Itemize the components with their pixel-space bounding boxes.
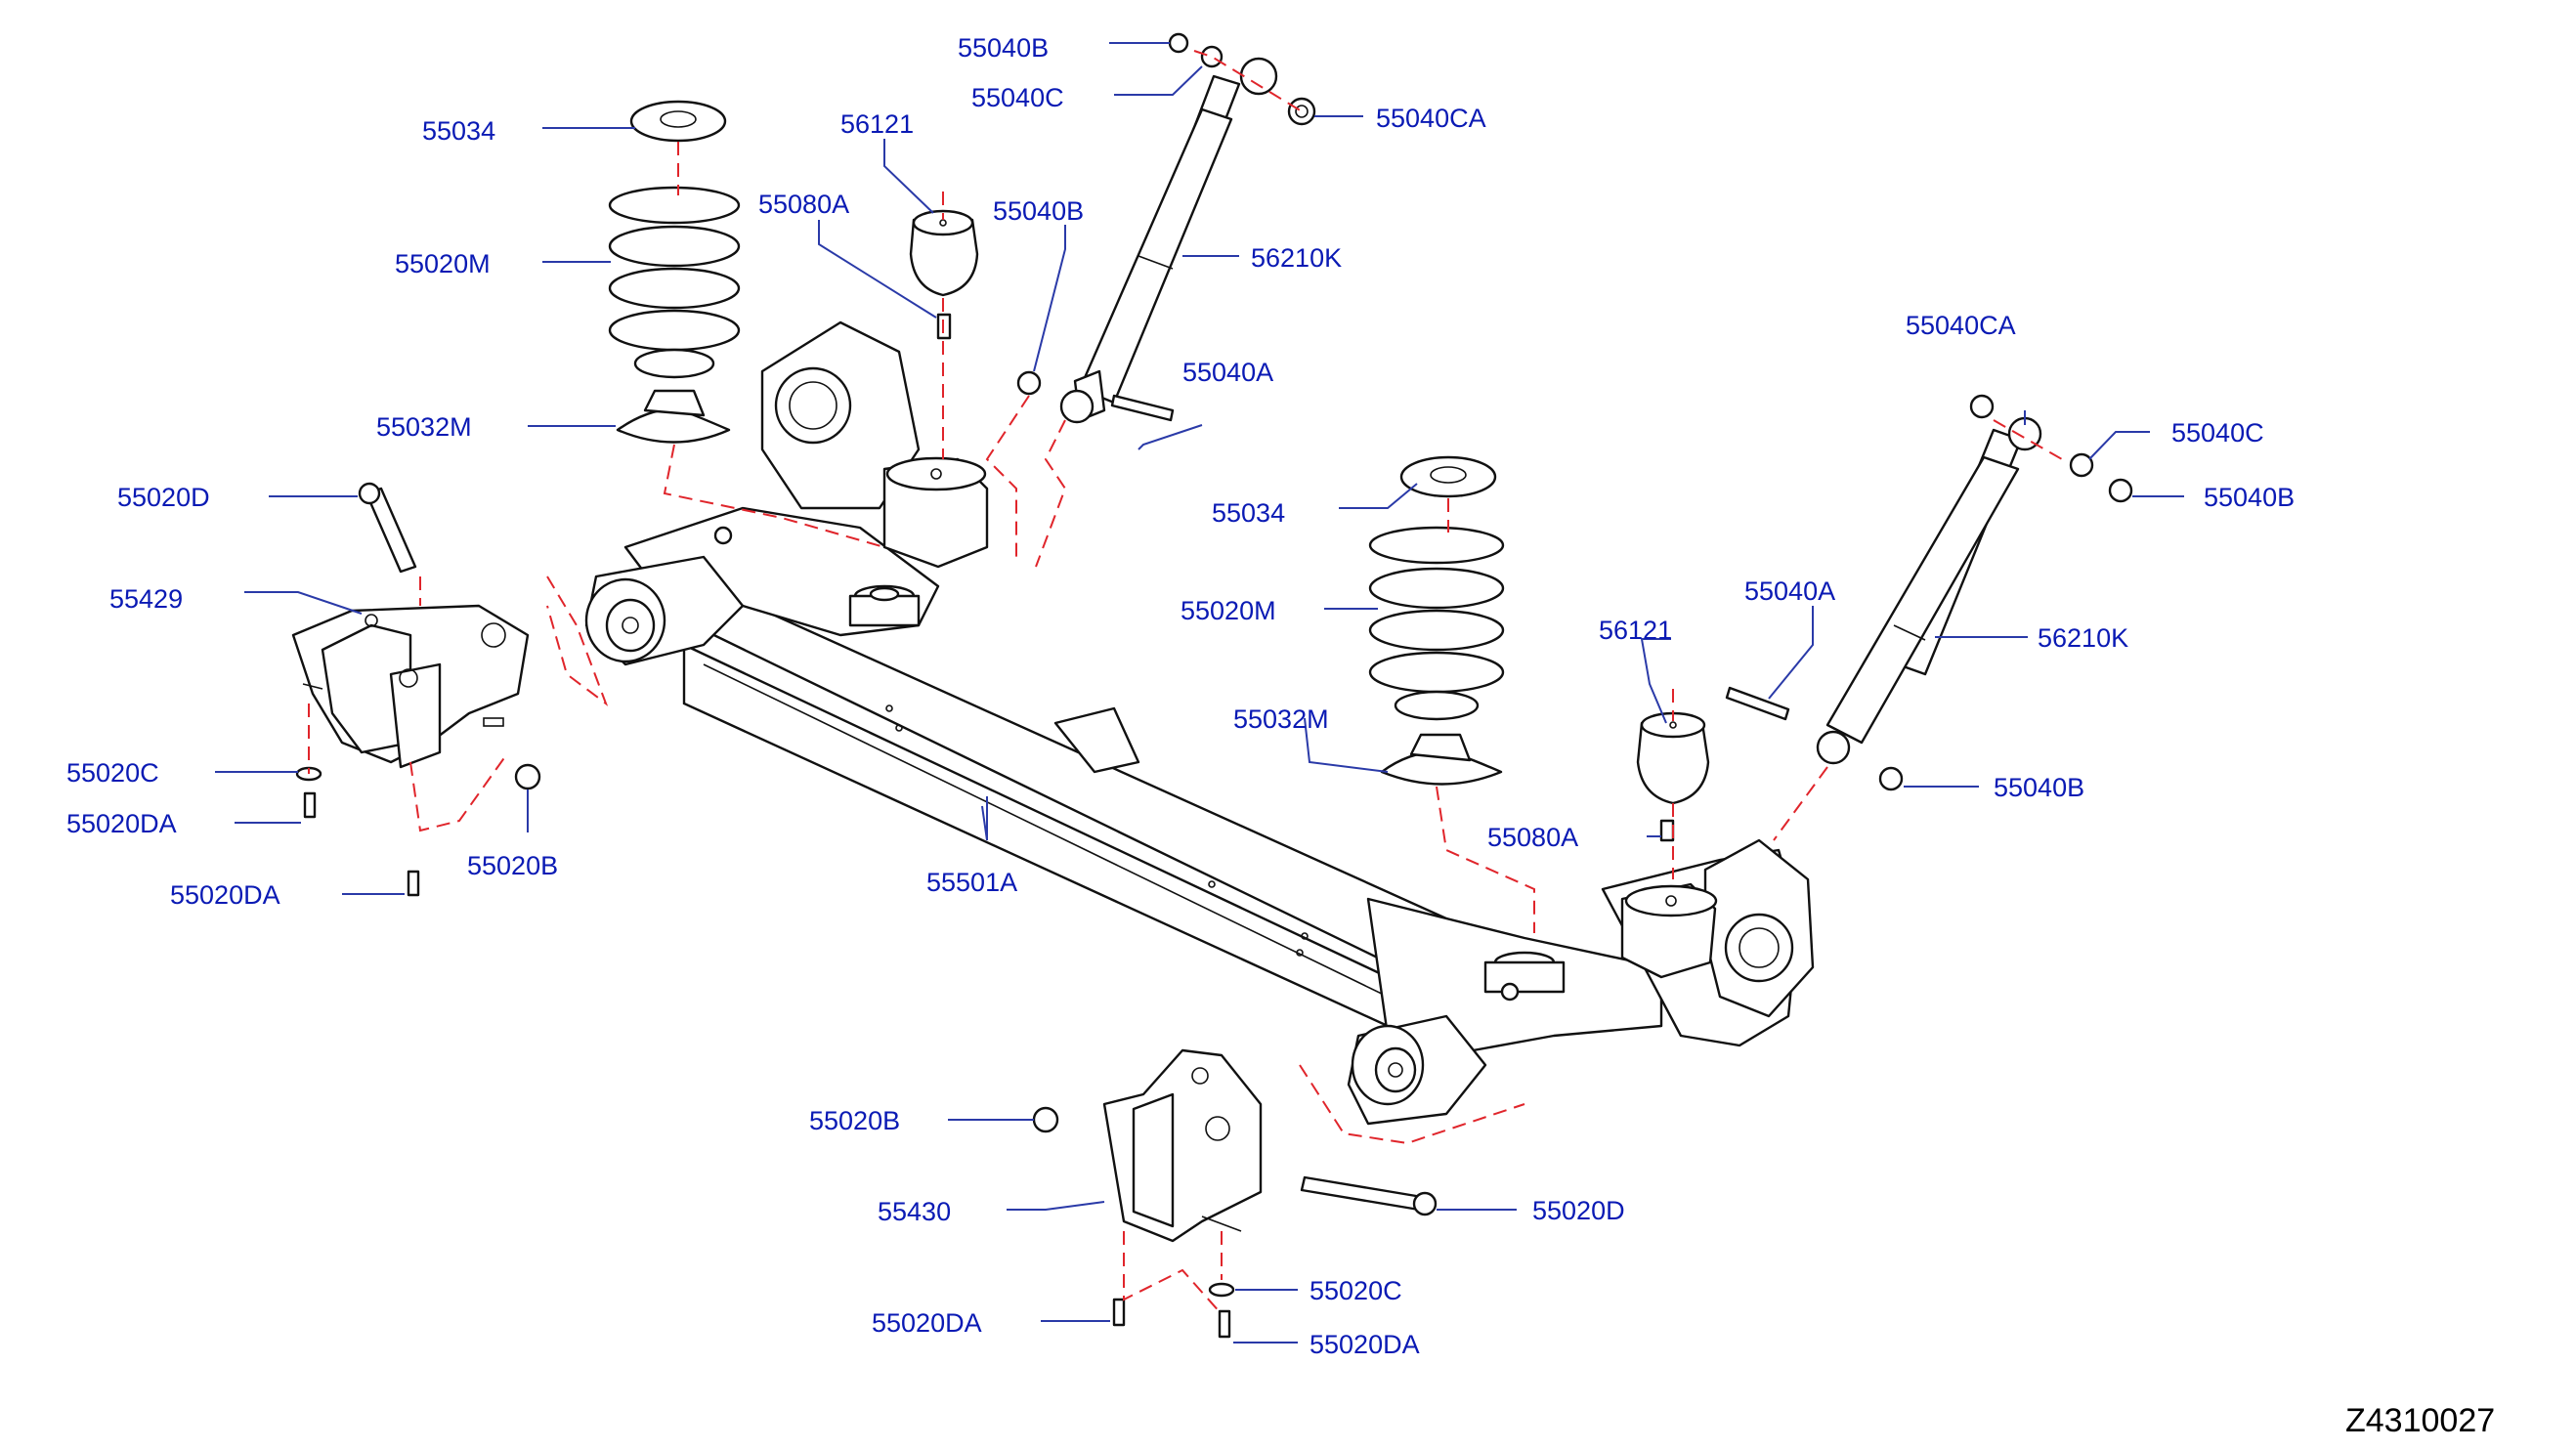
- label-56121-right: 56121: [1599, 616, 1672, 645]
- label-55429: 55429: [109, 584, 183, 614]
- rear-axle-beam: [682, 599, 1449, 1028]
- right-mounting-bracket: [1102, 1048, 1263, 1243]
- right-shock-absorber: [1816, 416, 2042, 765]
- label-55040c-right: 55040C: [2171, 418, 2264, 448]
- left-lower-spring-seat: [616, 389, 731, 444]
- left-bump-stopper: [909, 209, 979, 297]
- label-55020c-right: 55020C: [1309, 1276, 1402, 1305]
- label-55020d-left: 55020D: [117, 483, 210, 512]
- label-55040a-right: 55040A: [1744, 576, 1835, 606]
- left-mounting-bracket: [291, 604, 530, 769]
- label-55020b-left: 55020B: [467, 851, 558, 880]
- right-bump-stopper: [1636, 711, 1710, 805]
- label-55020da-right-right: 55020DA: [1309, 1330, 1420, 1359]
- label-55040ca-right: 55040CA: [1906, 311, 2016, 340]
- label-55080a-right: 55080A: [1487, 823, 1578, 852]
- label-55040b-mid: 55040B: [993, 196, 1084, 226]
- label-55040c-top: 55040C: [971, 83, 1064, 112]
- label-55080a-left: 55080A: [758, 190, 849, 219]
- label-55020m-left: 55020M: [395, 249, 491, 278]
- label-56210k-left: 56210K: [1251, 243, 1342, 273]
- leader-lines: [215, 42, 2184, 1343]
- label-55430: 55430: [878, 1197, 951, 1226]
- diagram-reference-code: Z4310027: [2345, 1402, 2495, 1439]
- label-55040b-right-top: 55040B: [2204, 483, 2295, 512]
- right-trailing-arm: [1347, 838, 1815, 1126]
- label-55020m-right: 55020M: [1181, 596, 1276, 625]
- label-55020c-left: 55020C: [66, 758, 159, 788]
- label-55501a: 55501A: [926, 868, 1017, 897]
- label-55020b-right: 55020B: [809, 1106, 900, 1135]
- left-trailing-arm: [584, 320, 989, 666]
- label-55040a-left: 55040A: [1182, 358, 1273, 387]
- left-upper-spring-seat: [629, 100, 727, 143]
- label-55040ca-top: 55040CA: [1376, 104, 1486, 133]
- left-coil-spring: [608, 186, 741, 379]
- label-55032m-left: 55032M: [376, 412, 472, 442]
- label-55020da-left-bottom: 55020DA: [170, 880, 280, 910]
- label-55040b-right-bottom: 55040B: [1994, 773, 2084, 802]
- label-56210k-right: 56210K: [2038, 623, 2128, 653]
- label-55020d-right: 55020D: [1532, 1196, 1625, 1225]
- label-55020da-left: 55020DA: [66, 809, 177, 838]
- label-55020da-right-left: 55020DA: [872, 1308, 982, 1338]
- assembly-lines: [308, 50, 2063, 1315]
- part-labels: 55040B 55040C 55040CA 55034 56121 55080A…: [66, 33, 2295, 1359]
- right-upper-spring-seat: [1399, 455, 1497, 498]
- left-shock-absorber: [1059, 57, 1278, 424]
- label-55032m-right: 55032M: [1233, 704, 1329, 734]
- label-55040b-top: 55040B: [958, 33, 1049, 63]
- right-coil-spring: [1368, 526, 1505, 721]
- label-55034-right: 55034: [1212, 498, 1285, 528]
- right-lower-spring-seat: [1380, 733, 1503, 786]
- label-55034-left: 55034: [422, 116, 495, 146]
- label-56121-left: 56121: [840, 109, 914, 139]
